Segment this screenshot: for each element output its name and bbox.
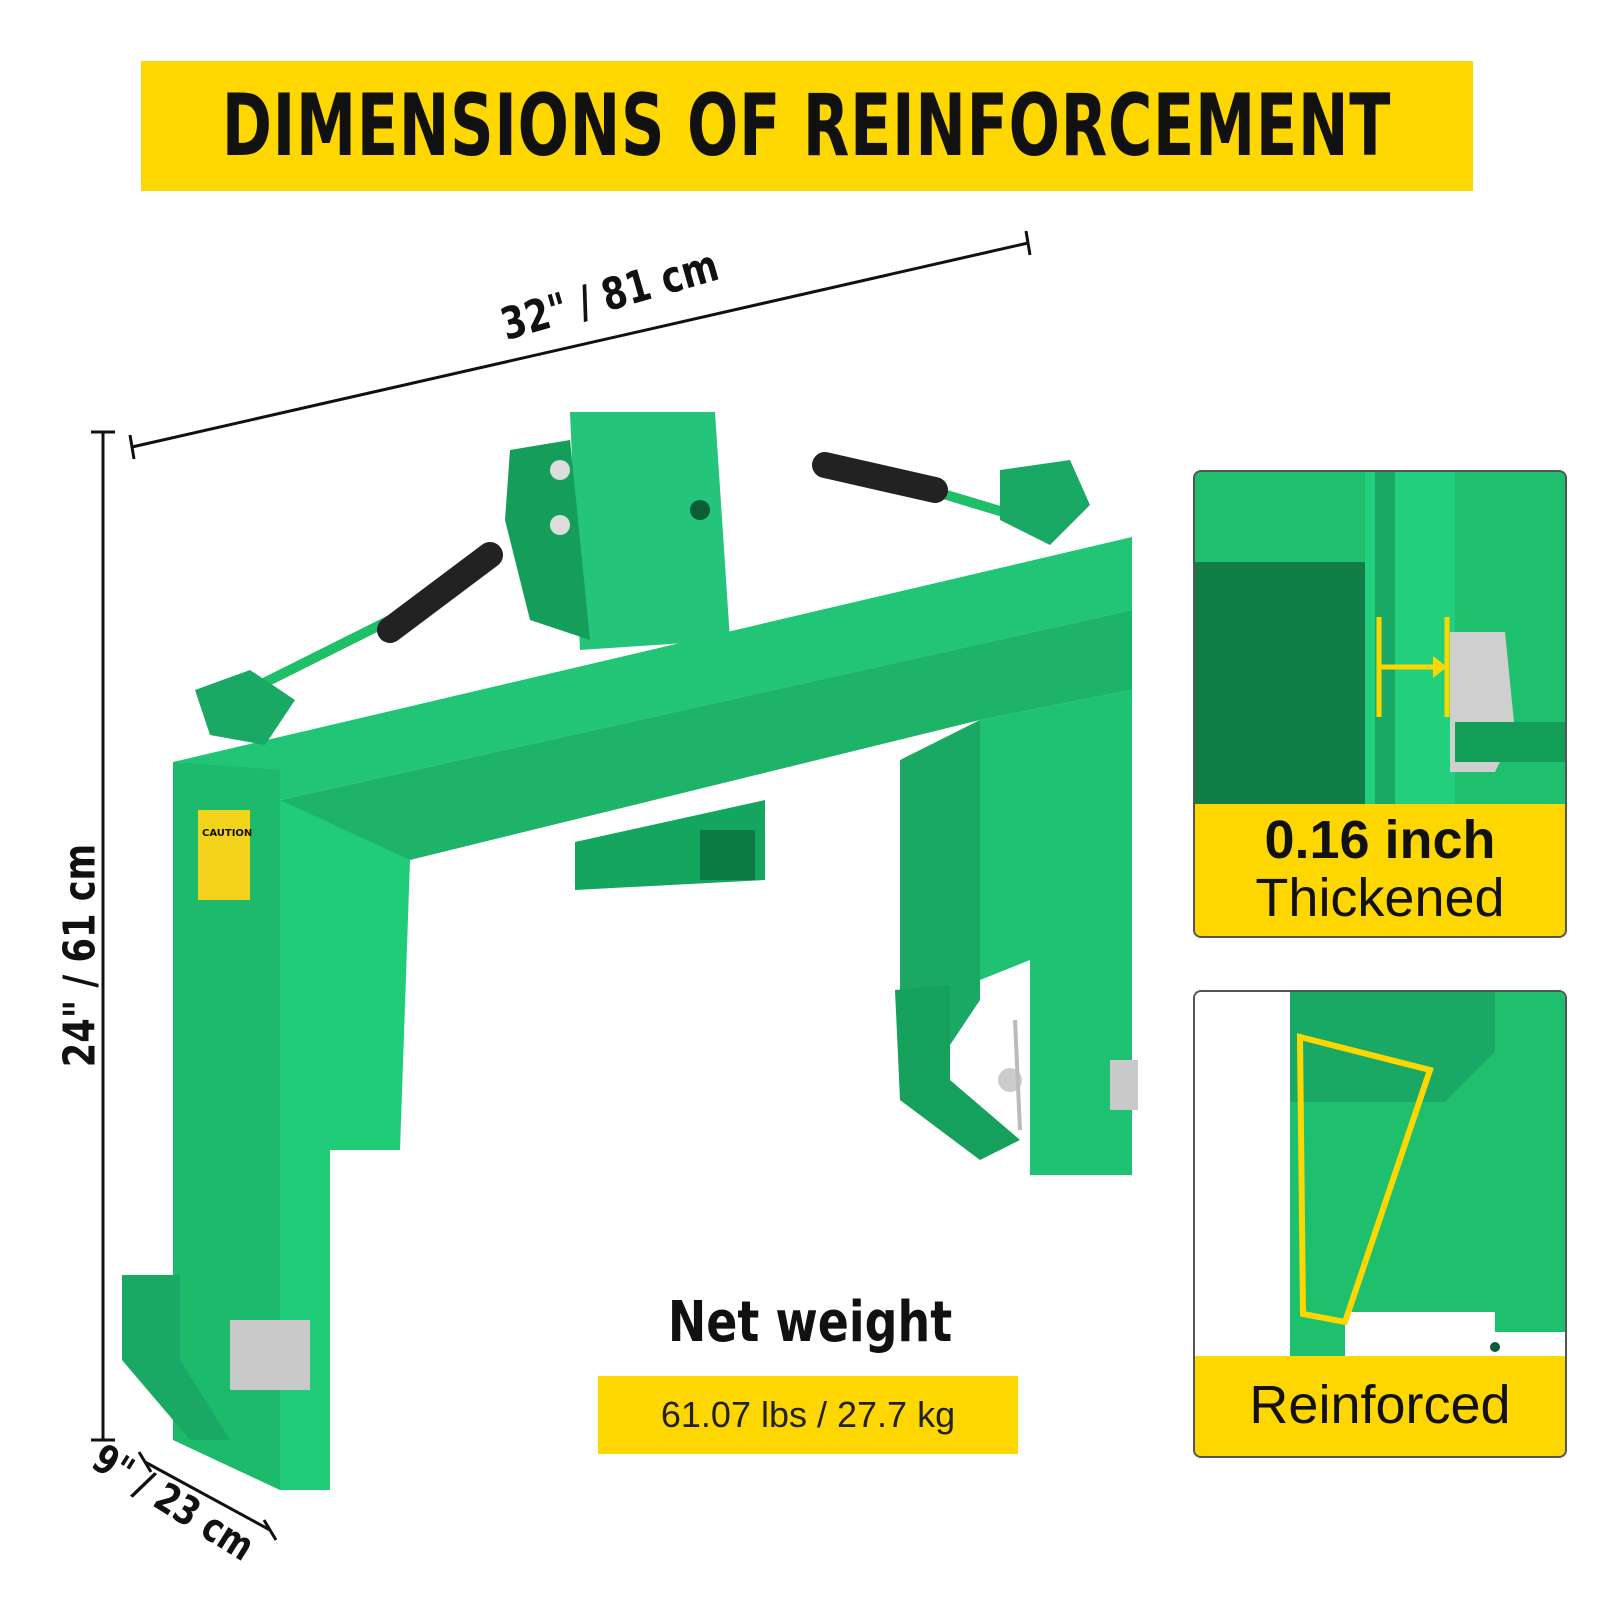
reinforced-closeup-image — [1195, 992, 1565, 1362]
caution-label: CAUTION — [202, 828, 252, 839]
depth-dimension-line — [137, 1451, 278, 1541]
right-leg-side — [900, 720, 980, 1060]
top-beam-front — [280, 610, 1132, 880]
reinforced-detail-panel: Reinforced — [1193, 990, 1567, 1458]
height-dimension-line — [91, 430, 115, 1442]
right-hook — [895, 985, 1020, 1160]
page-title: DIMENSIONS OF REINFORCEMENT — [222, 76, 1392, 176]
net-weight-title: Net weight — [667, 1290, 953, 1355]
left-leg-side — [280, 800, 410, 1490]
left-hook — [122, 1275, 230, 1440]
thickness-indicator — [1376, 617, 1450, 717]
top-link-plate — [570, 412, 730, 650]
net-weight-value: 61.07 lbs / 27.7 kg — [598, 1376, 1018, 1454]
thickness-caption: 0.16 inch Thickened — [1195, 804, 1565, 936]
thickness-closeup-image — [1195, 472, 1565, 812]
left-leg — [173, 762, 280, 1490]
reinforced-label: Reinforced — [1249, 1375, 1511, 1436]
width-dimension-line — [128, 230, 1032, 460]
top-link-latch — [505, 440, 590, 640]
title-banner: DIMENSIONS OF REINFORCEMENT — [141, 61, 1473, 191]
right-leg — [980, 690, 1132, 1175]
thickness-detail-panel: 0.16 inch Thickened — [1193, 470, 1567, 938]
thickness-label: Thickened — [1255, 867, 1505, 928]
top-beam — [173, 537, 1132, 800]
reinforced-caption: Reinforced — [1195, 1356, 1565, 1456]
thickness-value: 0.16 inch — [1264, 809, 1496, 870]
reinforcement-gusset-outline — [1296, 1033, 1434, 1326]
height-dimension-label: 24" / 61 cm — [54, 843, 106, 1068]
